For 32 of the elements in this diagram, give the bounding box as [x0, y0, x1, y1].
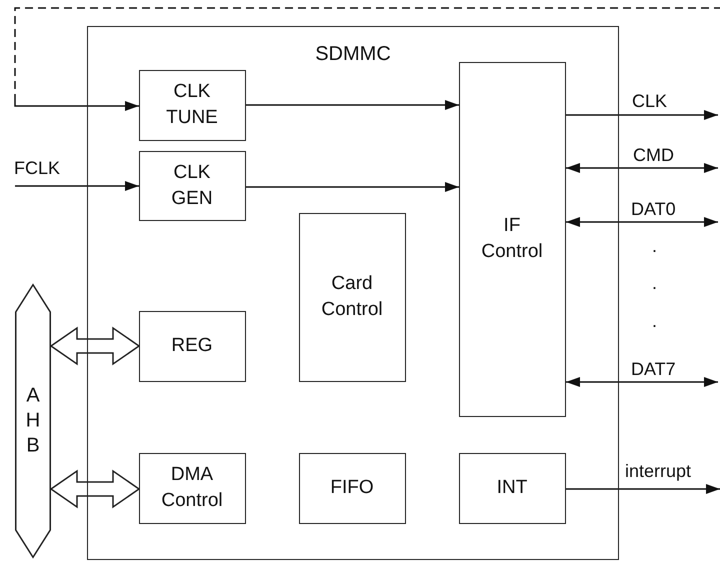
block-box — [138, 70, 246, 140]
signal-arrow — [566, 377, 718, 387]
block-box — [458, 62, 566, 416]
block-label: DMA Control — [160, 463, 224, 513]
block-box — [298, 452, 406, 524]
module-boundary — [87, 26, 619, 560]
block-label: IF Control — [480, 214, 544, 264]
signal-arrow — [566, 217, 718, 227]
block-label: Card Control — [320, 272, 384, 322]
bus-bar — [15, 284, 51, 558]
block-box — [298, 212, 406, 382]
signal-arrow — [246, 182, 459, 192]
block-label: FIFO — [329, 476, 375, 500]
module-title: SDMMC — [314, 42, 392, 67]
signal-arrow — [566, 163, 718, 173]
block-label: INT — [496, 476, 528, 500]
block-label: CLK GEN — [170, 160, 214, 210]
signal-arrow — [14, 7, 720, 111]
block-box — [138, 452, 246, 524]
bus-arrow — [50, 470, 140, 508]
block-box — [138, 310, 246, 382]
block-box — [458, 452, 566, 524]
signal-label: interrupt — [625, 461, 692, 481]
signal-arrow — [566, 110, 718, 120]
signal-arrow — [15, 181, 139, 191]
block-label: REG — [170, 334, 214, 358]
signal-arrow — [566, 484, 720, 494]
block-box — [138, 150, 246, 220]
block-label: AHB — [24, 384, 42, 458]
signal-arrow — [246, 100, 459, 110]
block-label: CLK TUNE — [165, 80, 219, 130]
bus-arrow — [50, 326, 140, 366]
